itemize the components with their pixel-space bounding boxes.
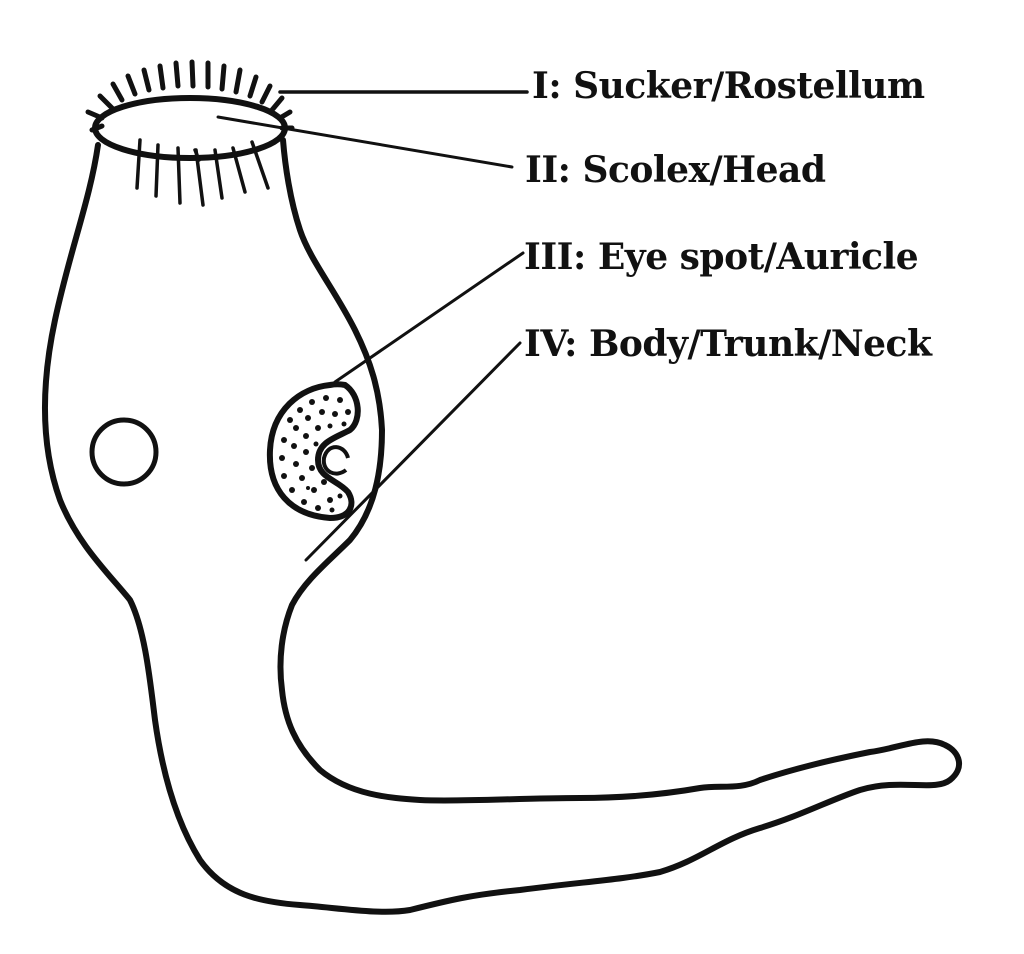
eye-spot-auricle: [266, 381, 361, 521]
leader-line-IV: [304, 341, 522, 562]
label-scolex-head: II: Scolex/Head: [525, 149, 826, 191]
leader-line-II: [216, 115, 514, 169]
label-sucker-rostellum: I: Sucker/Rostellum: [532, 65, 925, 107]
label-body-trunk-neck: IV: Body/Trunk/Neck: [524, 323, 932, 365]
body-outline: [42, 137, 962, 915]
leader-lines: [216, 90, 529, 562]
sucker-rostellum: [85, 59, 295, 207]
vesicle-circle: [89, 417, 159, 487]
label-eye-spot-auricle: III: Eye spot/Auricle: [524, 236, 919, 278]
bristles-icon: [135, 138, 270, 207]
leader-line-III: [333, 251, 525, 384]
stipple-dots-icon: [279, 395, 351, 513]
